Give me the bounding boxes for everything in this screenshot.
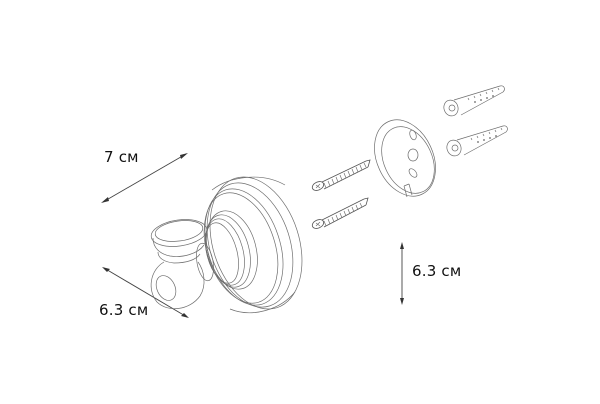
height-dimension-label: 6.3 см bbox=[412, 262, 462, 280]
screw-lower bbox=[311, 197, 369, 229]
wall-plug-lower bbox=[446, 125, 508, 157]
height-dimension-arrow bbox=[400, 242, 404, 305]
wall-plug-upper bbox=[443, 85, 505, 117]
hook-knob bbox=[150, 219, 208, 309]
hook-stem bbox=[196, 210, 258, 290]
width-dimension-label: 7 см bbox=[104, 148, 139, 166]
depth-dimension-label: 6.3 см bbox=[99, 301, 149, 319]
center-hole bbox=[407, 148, 419, 162]
hook-base-rosette bbox=[203, 176, 303, 313]
screw-upper bbox=[311, 159, 371, 191]
mounting-plate bbox=[374, 119, 436, 198]
width-dimension-arrow bbox=[101, 153, 188, 203]
